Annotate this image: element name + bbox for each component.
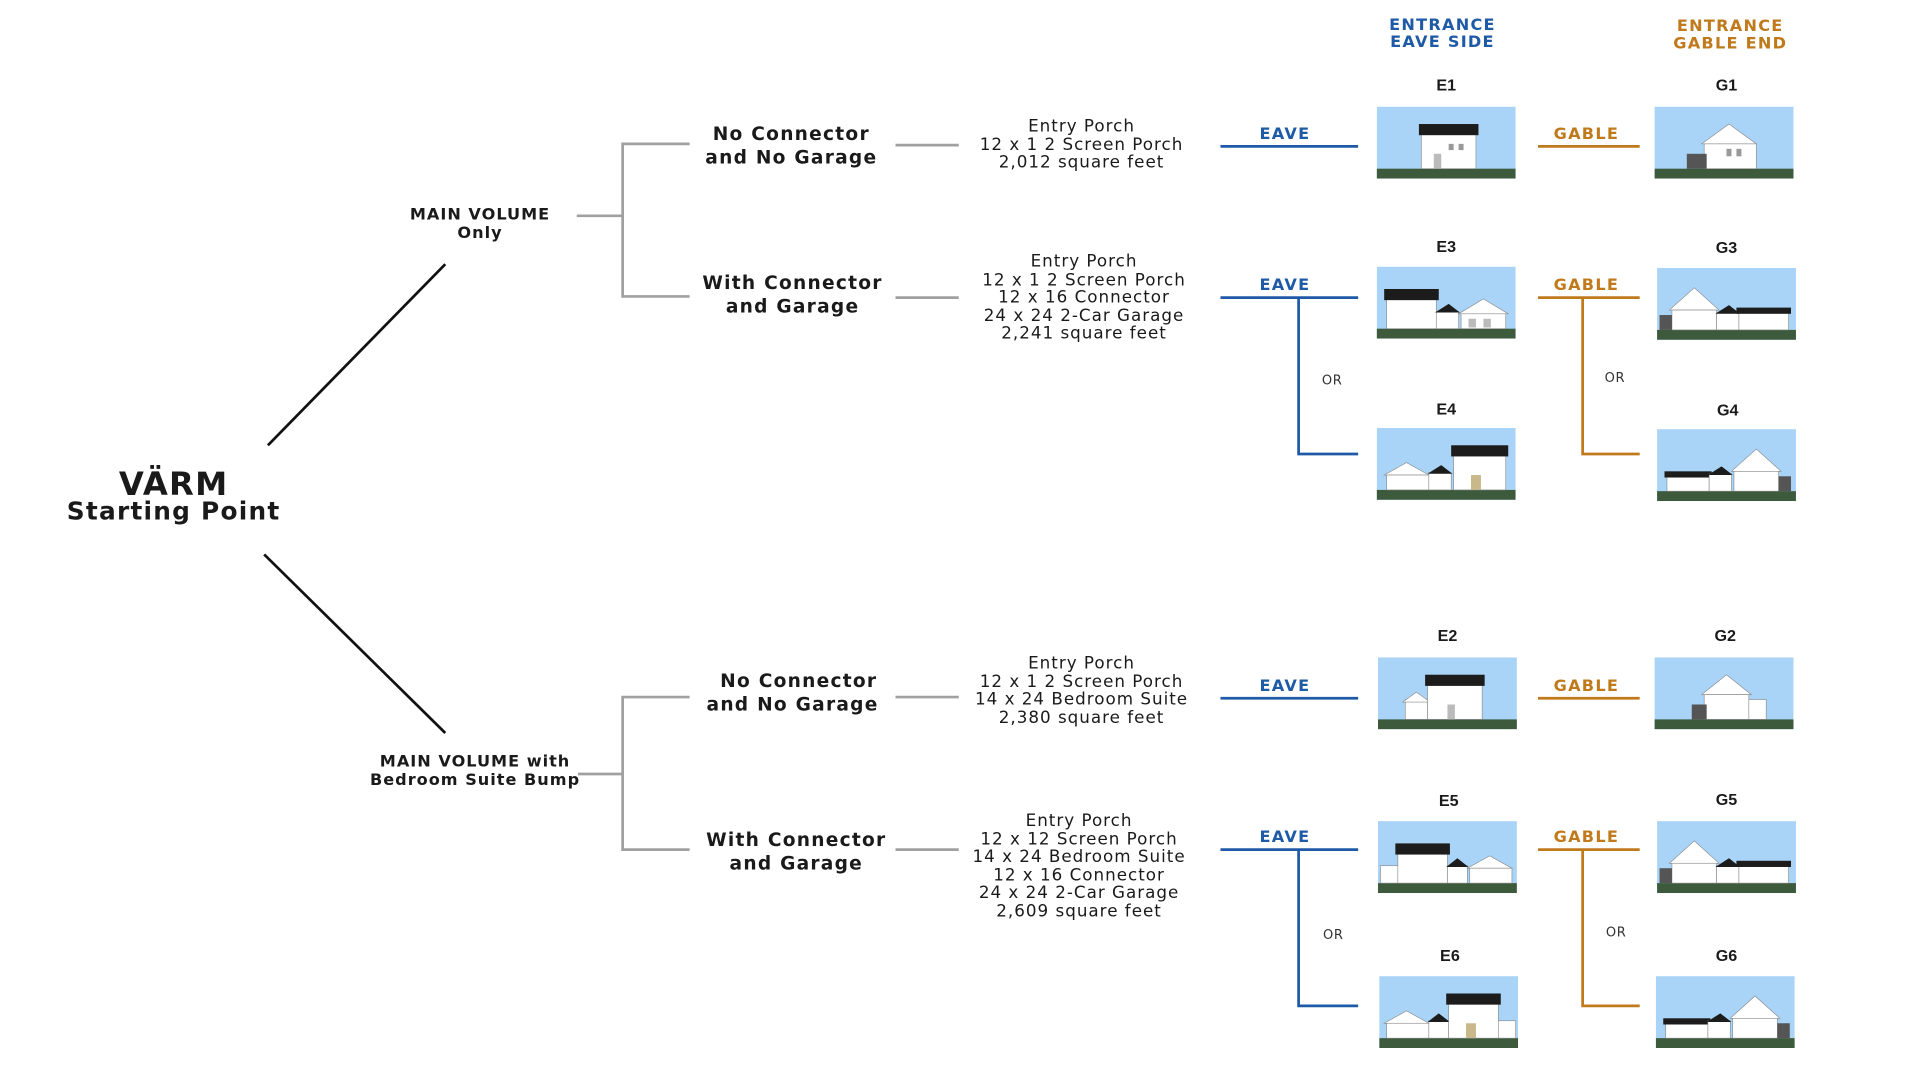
spec-block-4: Entry Porch 12 x 12 Screen Porch 14 x 24…	[967, 812, 1190, 921]
or-label-2: OR	[1604, 370, 1626, 386]
option-4-line2: and Garage	[729, 852, 864, 875]
spec-line: Entry Porch	[1025, 811, 1133, 832]
spec-line: 12 x 16 Connector	[998, 287, 1170, 308]
spec-line: 24 x 24 2-Car Garage	[978, 883, 1180, 904]
or-label-4: OR	[1605, 925, 1627, 941]
option-2-line1: With Connector	[702, 271, 883, 294]
elevation-G6-image	[1655, 976, 1795, 1049]
or-label-3: OR	[1323, 927, 1344, 943]
branch-main-only-line2: Only	[457, 224, 503, 244]
code-E2: E2	[1437, 626, 1458, 645]
bracket-main-only	[576, 142, 690, 298]
bracket-main-bump	[577, 695, 690, 851]
root-title: VÄRM	[118, 466, 229, 504]
code-E4: E4	[1436, 399, 1457, 418]
option-3-line2: and No Garage	[706, 693, 879, 716]
spec-line: 12 x 1 2 Screen Porch	[979, 134, 1184, 155]
elevation-G3-image	[1657, 267, 1796, 340]
branch-main-bump-line2: Bedroom Suite Bump	[369, 771, 581, 791]
elevation-E3-image	[1376, 266, 1516, 339]
gable-lines	[1537, 144, 1640, 1008]
eave-label-4: EAVE	[1259, 828, 1311, 848]
header-eave-line1: ENTRANCE	[1389, 16, 1496, 35]
branch-main-only-line1: MAIN VOLUME	[409, 205, 551, 225]
spec-block-3: Entry Porch 12 x 1 2 Screen Porch 14 x 2…	[970, 655, 1193, 727]
elevation-E6-image	[1379, 976, 1519, 1049]
spec-line: 2,241 square feet	[1001, 324, 1167, 345]
root-line-lower	[263, 553, 447, 734]
code-G5: G5	[1715, 790, 1738, 809]
code-E5: E5	[1438, 791, 1459, 810]
code-G1: G1	[1715, 75, 1738, 95]
root-subtitle: Starting Point	[66, 496, 281, 526]
gable-label-1: GABLE	[1553, 125, 1620, 144]
spec-line: 14 x 24 Bedroom Suite	[972, 847, 1186, 868]
spec-line: 24 x 24 2-Car Garage	[983, 306, 1185, 326]
spec-line: 2,609 square feet	[996, 901, 1162, 922]
spec-line: Entry Porch	[1030, 251, 1138, 272]
spec-line: 12 x 1 2 Screen Porch	[982, 269, 1186, 290]
header-eave-line2: EAVE SIDE	[1390, 33, 1495, 53]
elevation-G5-image	[1657, 821, 1796, 894]
spec-line: 12 x 16 Connector	[993, 865, 1165, 886]
spec-block-1: Entry Porch 12 x 1 2 Screen Porch 2,012 …	[970, 118, 1193, 172]
code-G2: G2	[1714, 626, 1737, 645]
eave-label-1: EAVE	[1259, 125, 1311, 144]
spec-line: 12 x 1 2 Screen Porch	[979, 671, 1184, 692]
header-gable-line2: GABLE END	[1673, 34, 1788, 54]
spec-line: 12 x 12 Screen Porch	[980, 829, 1178, 850]
option-1-line1: No Connector	[712, 122, 870, 146]
elevation-G4-image	[1657, 429, 1796, 502]
eave-label-3: EAVE	[1259, 677, 1311, 696]
or-label-1: OR	[1321, 373, 1343, 389]
gable-label-2: GABLE	[1553, 276, 1620, 296]
spec-line: 2,380 square feet	[998, 707, 1165, 728]
elevation-E2-image	[1377, 657, 1517, 730]
elevation-G1-image	[1654, 106, 1794, 179]
option-2-line2: and Garage	[725, 295, 860, 318]
elevation-E5-image	[1377, 821, 1517, 894]
gable-label-4: GABLE	[1553, 828, 1620, 848]
option-1-line2: and No Garage	[705, 146, 878, 169]
gable-label-3: GABLE	[1553, 677, 1620, 696]
code-E3: E3	[1436, 236, 1457, 256]
eave-label-2: EAVE	[1259, 276, 1311, 296]
spec-line: 14 x 24 Bedroom Suite	[974, 689, 1189, 710]
elevation-G2-image	[1654, 657, 1794, 730]
elevation-E1-image	[1376, 106, 1516, 179]
code-E1: E1	[1436, 75, 1457, 95]
spec-line: Entry Porch	[1028, 116, 1135, 137]
option-3-line1: No Connector	[720, 669, 878, 693]
elevation-E4-image	[1376, 427, 1516, 500]
code-G3: G3	[1715, 238, 1738, 257]
code-G6: G6	[1715, 946, 1738, 965]
code-G4: G4	[1716, 400, 1739, 420]
branch-main-bump-line1: MAIN VOLUME with	[379, 752, 571, 772]
root-line-upper	[266, 263, 447, 447]
spec-line: Entry Porch	[1028, 653, 1135, 674]
option-spec-dashes	[895, 143, 959, 851]
code-E6: E6	[1440, 946, 1460, 965]
spec-line: 2,012 square feet	[998, 152, 1165, 173]
header-gable-line1: ENTRANCE	[1676, 17, 1784, 36]
eave-lines	[1220, 144, 1359, 1008]
option-4-line1: With Connector	[706, 828, 887, 851]
spec-block-2: Entry Porch 12 x 1 2 Screen Porch 12 x 1…	[972, 253, 1195, 344]
